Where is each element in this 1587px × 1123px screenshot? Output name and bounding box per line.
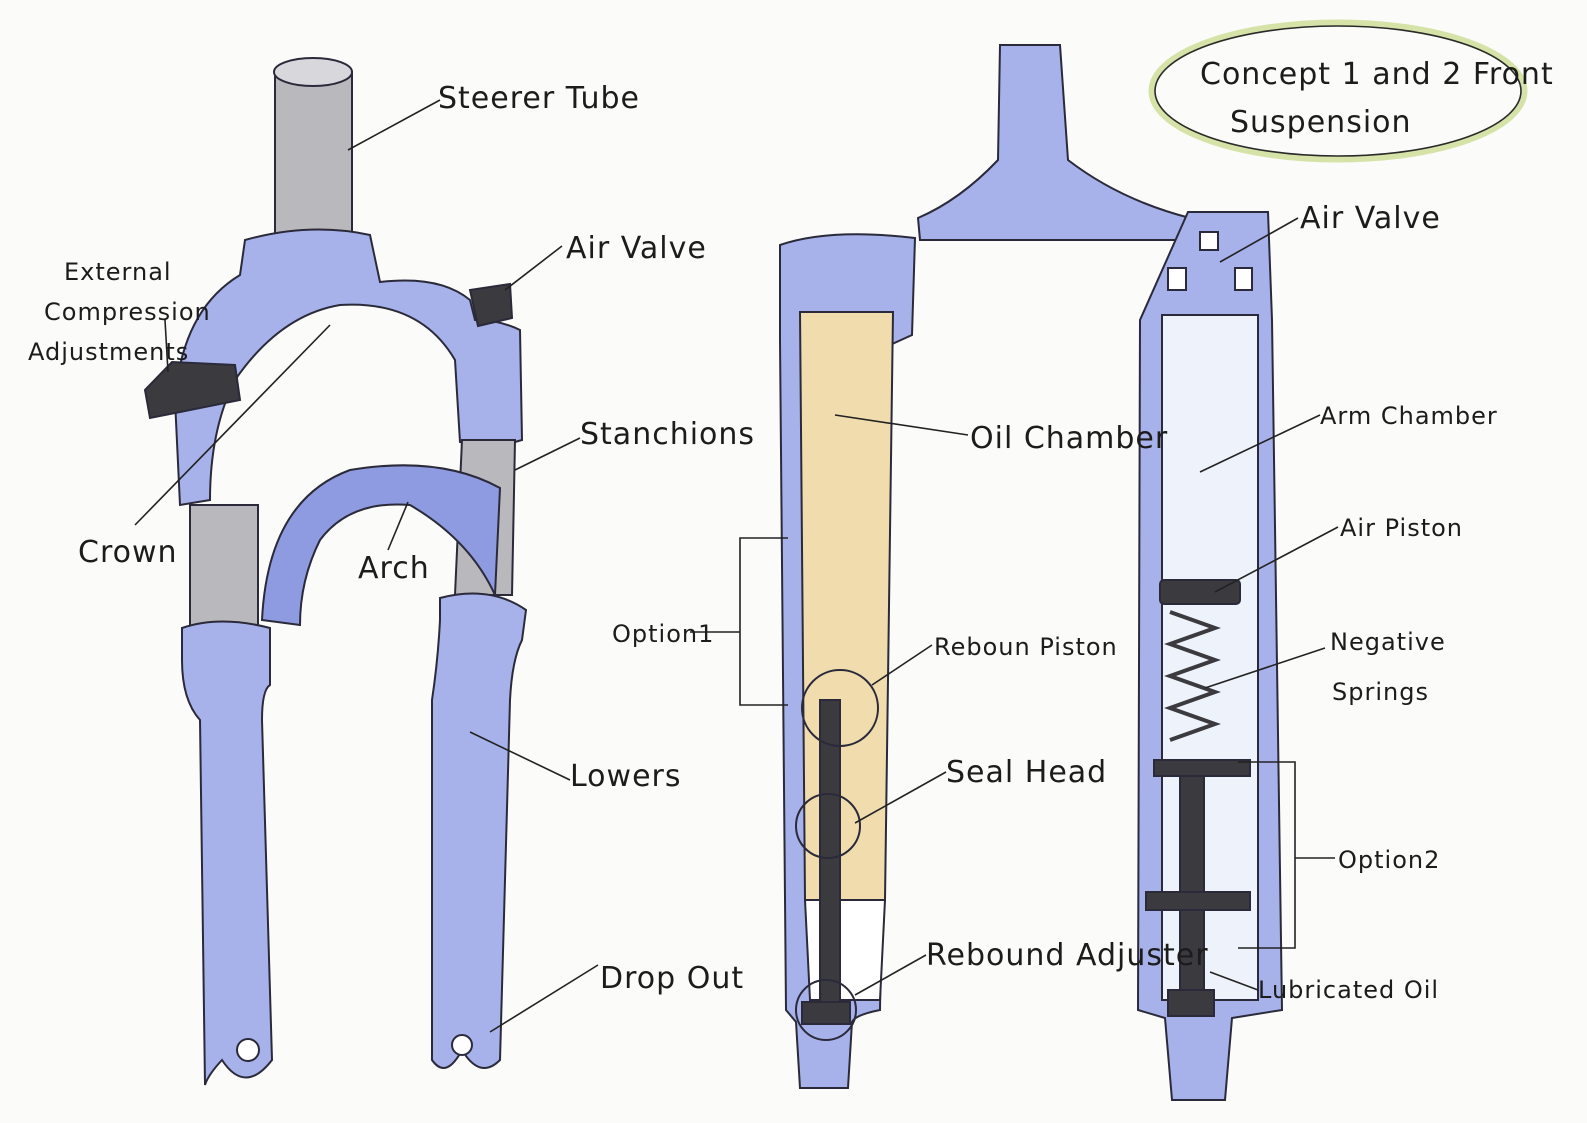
label-seal-head: Seal Head: [946, 755, 1107, 790]
leader-rebound-adjuster: [854, 954, 927, 996]
right-lower-shape: [431, 592, 528, 1069]
option2-negative-spring: [1164, 610, 1221, 742]
cutaway-crown-shape: [916, 44, 1191, 241]
leader-stanchions: [514, 437, 581, 471]
title-line1: Concept 1 and 2 Front: [1200, 57, 1554, 92]
leader-lubricated-oil: [1209, 971, 1259, 991]
leader-air-chamber: [1199, 414, 1321, 473]
air-valve-cap-shape: [468, 282, 514, 328]
leader-drop-out: [489, 964, 599, 1033]
label-lubricated-oil: Lubricated Oil: [1258, 976, 1439, 1004]
option2-air-piston: [1159, 579, 1241, 605]
option1-oil-chamber: [798, 311, 895, 901]
leader-lowers: [469, 731, 571, 781]
option2-shaft: [1179, 775, 1205, 997]
leader-air-valve-left: [504, 245, 563, 291]
label-oil-chamber: Oil Chamber: [970, 421, 1168, 456]
label-external-line1: External: [64, 258, 172, 286]
option1-annotations: Oil Chamber Option1 Reboun Piston Seal H…: [612, 414, 1209, 996]
label-arch: Arch: [358, 551, 430, 586]
leader-arch: [387, 501, 409, 551]
leader-oil-chamber: [834, 414, 969, 436]
title-ellipse-outline: [1154, 25, 1522, 157]
label-external-line2: Compression: [44, 298, 211, 326]
leader-negative-springs: [1204, 647, 1326, 689]
title-ellipse: [1148, 19, 1528, 163]
option1-adjuster-knob: [801, 1001, 851, 1025]
label-rebound-adjuster: Rebound Adjuster: [926, 938, 1209, 973]
title-line2: Suspension: [1230, 105, 1412, 140]
label-negative-line1: Negative: [1330, 628, 1446, 656]
label-option1: Option1: [612, 620, 714, 648]
label-negative-line2: Springs: [1332, 678, 1429, 706]
left-stanchion-shape: [189, 504, 259, 631]
option1-rebound-adjuster-circle: [795, 979, 857, 1041]
arch-shape: [260, 464, 502, 627]
option1-seal-head-circle: [795, 793, 861, 859]
option2-air-valve-slots: [1167, 231, 1253, 291]
option1-rebound-piston-circle: [801, 669, 879, 747]
left-fork-annotations: Steerer Tube Air Valve External Compress…: [28, 81, 755, 1033]
left-fork-drawing: [143, 57, 528, 1086]
label-lowers: Lowers: [570, 759, 682, 794]
option2-annotations: Air Valve Arm Chamber Air Piston Negativ…: [1199, 201, 1498, 1004]
label-steerer-tube: Steerer Tube: [438, 81, 640, 116]
label-air-chamber: Arm Chamber: [1320, 402, 1498, 430]
leader-air-piston: [1214, 526, 1339, 593]
bracket-option1: [690, 537, 788, 706]
title-badge: Concept 1 and 2 Front Suspension: [1148, 19, 1554, 163]
label-air-valve-right: Air Valve: [1300, 201, 1441, 236]
left-dropout-hole: [236, 1038, 260, 1062]
crown-shape: [173, 228, 524, 507]
leader-air-valve-right: [1219, 217, 1299, 263]
label-option2: Option2: [1338, 846, 1440, 874]
left-lower-shape: [181, 620, 274, 1086]
right-dropout-hole: [451, 1034, 473, 1056]
steerer-tube-top: [273, 57, 353, 87]
leader-seal-head: [854, 771, 947, 824]
label-drop-out: Drop Out: [600, 961, 744, 996]
compression-knob-shape: [143, 360, 242, 420]
option2-spring-plate: [1153, 759, 1251, 777]
label-rebound-piston: Reboun Piston: [934, 633, 1118, 661]
leader-steerer-tube: [347, 99, 441, 151]
bracket-option2: [1238, 761, 1335, 949]
label-air-piston: Air Piston: [1340, 514, 1463, 542]
cutaway-fork-drawing: [779, 44, 1284, 1101]
label-stanchions: Stanchions: [580, 417, 755, 452]
label-crown: Crown: [78, 535, 178, 570]
label-air-valve-left: Air Valve: [566, 231, 707, 266]
leader-external-compression: [164, 319, 169, 373]
option2-foot-nut: [1167, 989, 1215, 1017]
leader-crown: [134, 324, 331, 526]
leader-rebound-piston: [871, 644, 933, 686]
label-external-line3: Adjustments: [28, 338, 189, 366]
option2-shaft-plate: [1145, 891, 1251, 911]
